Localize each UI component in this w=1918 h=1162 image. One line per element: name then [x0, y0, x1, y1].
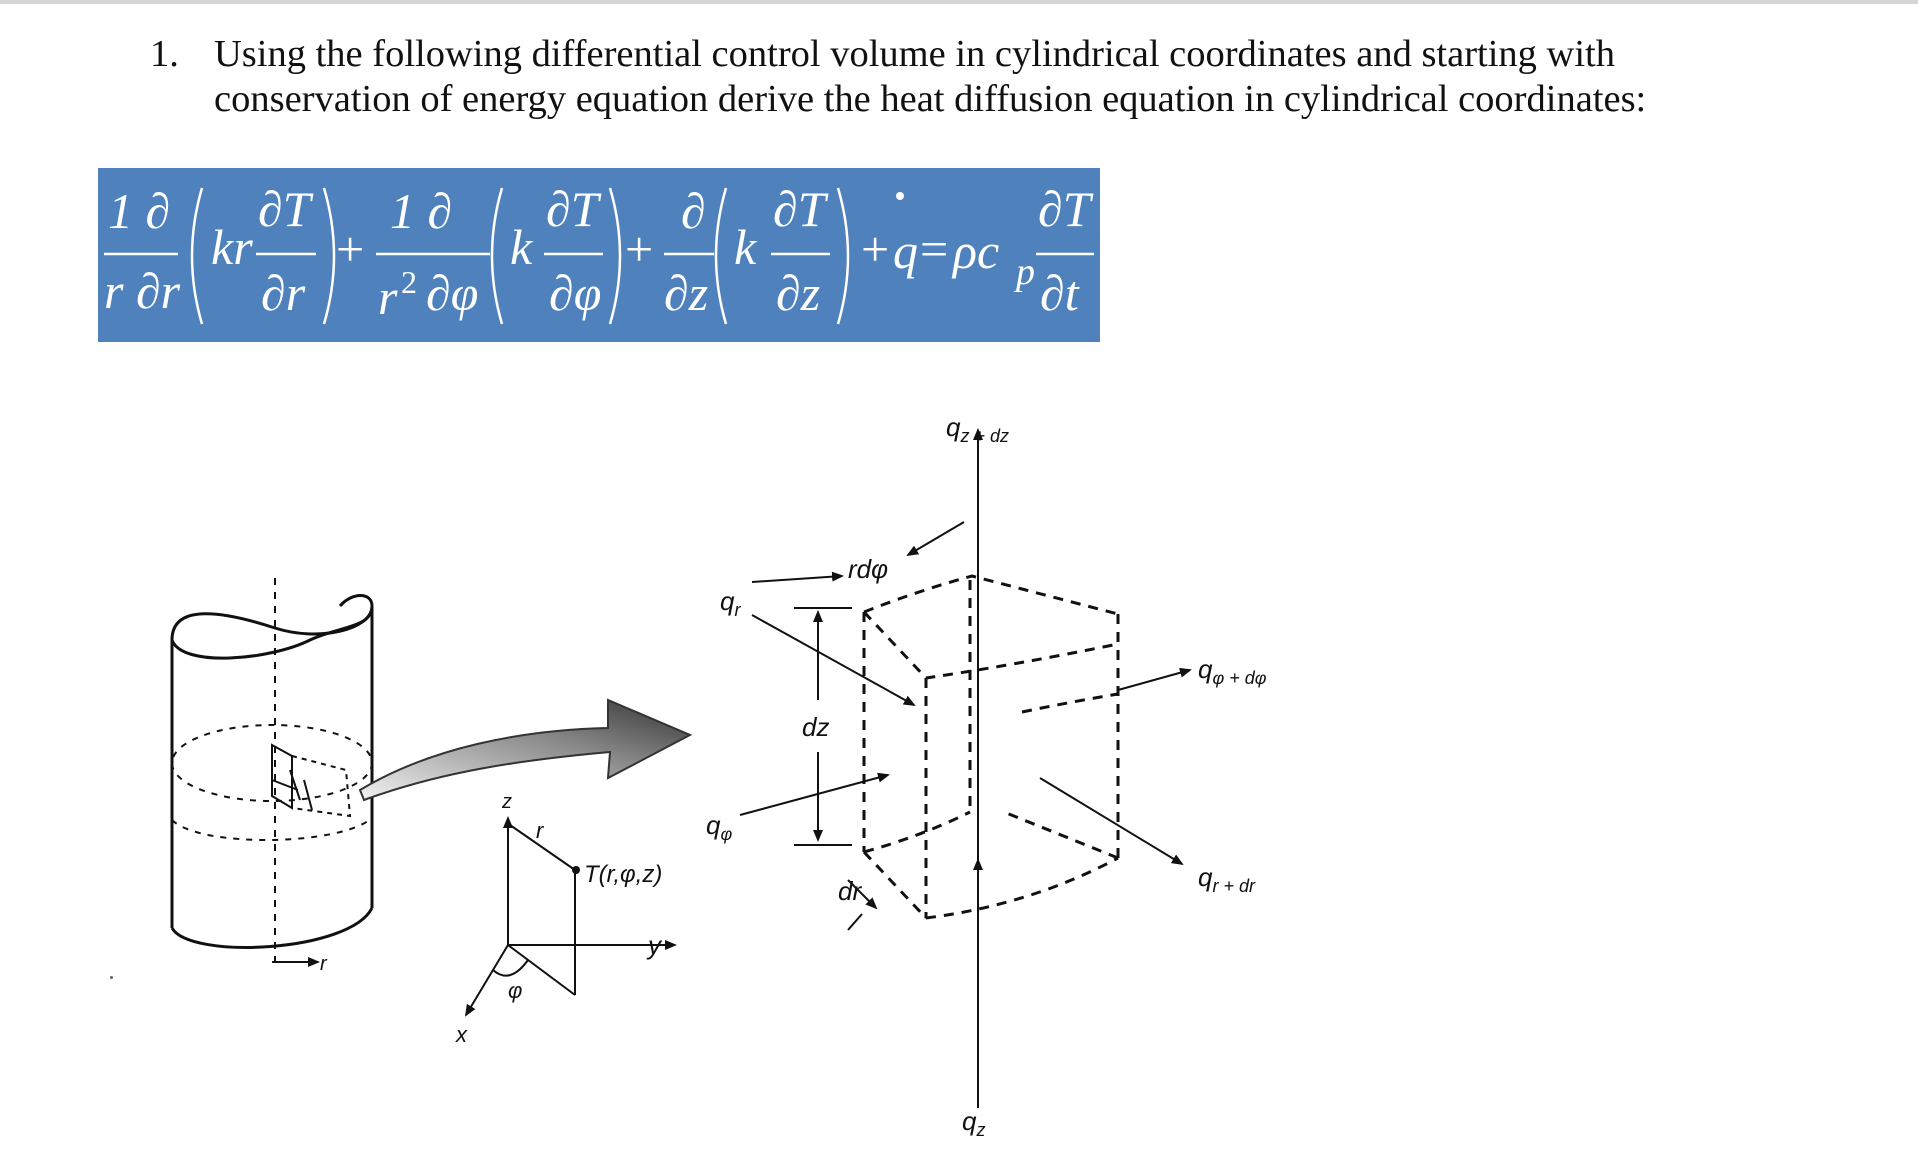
rdphi-dimension — [751, 521, 965, 583]
heat-flux-arrows — [739, 428, 1192, 1108]
eq-qdot-dot — [896, 192, 904, 200]
eq-t3-num: ∂ — [681, 183, 706, 239]
eq-equals: = — [920, 221, 948, 277]
top-rule — [0, 0, 1918, 4]
q-z-label: qz — [962, 1106, 985, 1140]
problem-number: 1. — [150, 33, 179, 75]
q-phi-label: qφ — [706, 810, 732, 844]
axis-phi-label: φ — [508, 978, 522, 1003]
eq-t2-den-op: ∂φ — [426, 265, 478, 321]
eq-qdot: q — [893, 223, 918, 279]
dz-dimension — [794, 607, 852, 846]
axis-x-label: x — [455, 1022, 468, 1047]
eq-t1-inner-den: ∂r — [261, 265, 306, 321]
eq-t2-num: 1 ∂ — [390, 183, 452, 239]
eq-t2-coef: k — [510, 219, 533, 275]
eq-t1-lparen — [190, 187, 204, 325]
eq-plus-2: + — [625, 221, 653, 277]
q-z-dz-label: qz + dz — [946, 412, 1009, 446]
eq-rhs-coef: ρc — [951, 223, 999, 279]
stray-dot — [110, 976, 113, 979]
eq-t3-inner-num: ∂T — [773, 181, 829, 237]
eq-t3-lparen — [714, 187, 728, 325]
eq-t2-den-r: r — [378, 269, 398, 325]
eq-t2-den-exp: 2 — [401, 264, 417, 300]
cyl-axis-r-label: r — [320, 953, 328, 975]
dr-label: dr — [838, 876, 862, 906]
axis-z-label: z — [501, 791, 512, 813]
eq-t1-inner-num: ∂T — [258, 181, 314, 237]
transfer-arrow — [358, 698, 693, 802]
eq-rhs-sub: p — [1013, 251, 1035, 293]
axis-r-label: r — [536, 818, 545, 843]
eq-t1-coef: kr — [211, 219, 253, 275]
eq-t2-rparen — [608, 187, 622, 325]
problem-text: Using the following differential control… — [214, 33, 1647, 120]
dz-label: dz — [802, 712, 829, 742]
eq-t1-den: r ∂r — [104, 263, 181, 319]
eq-t2-inner-den: ∂φ — [549, 265, 601, 321]
coordinate-system — [464, 816, 677, 1017]
point-T — [572, 866, 580, 874]
eq-rhs-den: ∂t — [1040, 265, 1080, 321]
eq-t2-lparen — [490, 187, 504, 325]
eq-t1-num: 1 ∂ — [108, 183, 170, 239]
control-volume — [862, 574, 1120, 920]
cylinder — [170, 578, 374, 967]
q-r-label: qr — [720, 586, 741, 620]
problem-statement: 1. Using the following differential cont… — [150, 32, 1800, 122]
eq-t3-rparen — [836, 187, 850, 325]
eq-t3-coef: k — [734, 219, 757, 275]
eq-t3-den: ∂z — [664, 265, 708, 321]
dr-dimension — [847, 879, 878, 931]
q-phi-dphi-label: qφ + dφ — [1198, 654, 1267, 688]
axis-y-label: y — [646, 930, 663, 960]
eq-t1-rparen — [322, 187, 336, 325]
eq-plus-1: + — [336, 221, 364, 277]
eq-t3-inner-den: ∂z — [776, 265, 820, 321]
eq-t2-inner-num: ∂T — [546, 181, 602, 237]
q-r-dr-label: qr + dr — [1198, 862, 1256, 896]
rdphi-label: rdφ — [848, 554, 888, 584]
point-T-label: T(r,φ,z) — [584, 861, 662, 888]
heat-diffusion-equation: 1 ∂ r ∂r kr ∂T ∂r + 1 ∂ r 2 ∂φ k ∂T ∂φ +… — [98, 168, 1100, 342]
eq-rhs-num: ∂T — [1038, 181, 1094, 237]
eq-plus-3: + — [861, 221, 889, 277]
